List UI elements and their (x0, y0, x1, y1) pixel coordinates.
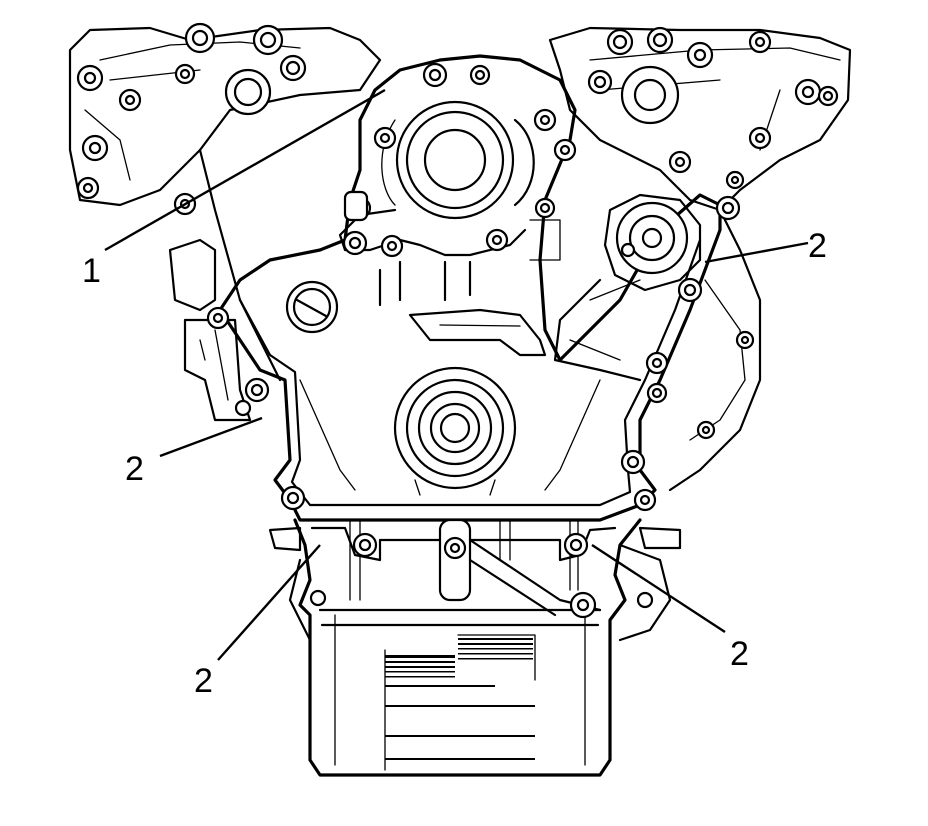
callout-1: 1 (82, 252, 101, 290)
leader-line-2-bottom-left (217, 544, 321, 661)
callout-2-left: 2 (125, 450, 144, 488)
oil-pan-label-graphic (384, 634, 536, 771)
leader-line-2-left (159, 416, 263, 458)
oil-pan (268, 485, 682, 777)
leader-lines (104, 88, 809, 661)
idler-pulley (553, 193, 702, 382)
engine-block (68, 22, 852, 492)
callout-2-bottom-left: 2 (194, 662, 213, 700)
callout-2-right: 2 (808, 227, 827, 265)
callout-labels: 1 2 2 2 2 (82, 227, 827, 700)
engine-front-cover (206, 54, 741, 522)
callout-2-bottom-right: 2 (730, 635, 749, 673)
leader-line-1 (104, 88, 386, 252)
leader-line-2-bottom-right (591, 543, 726, 634)
leader-line-2-right (704, 241, 809, 264)
